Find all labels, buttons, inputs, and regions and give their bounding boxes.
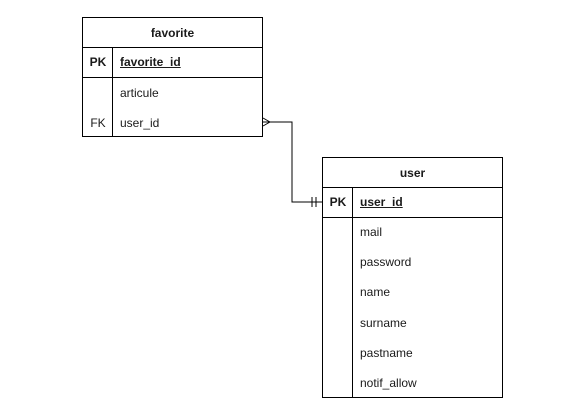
- user-entity[interactable]: user PK user_id mail password name surna…: [322, 157, 503, 398]
- field-name: surname: [360, 316, 407, 330]
- key-column-divider: [323, 188, 353, 217]
- field-name: mail: [360, 225, 383, 239]
- pk-row: PK favorite_id: [83, 48, 262, 78]
- field-name: notif_allow: [360, 376, 417, 390]
- field-list: mail password name surname pastname noti…: [323, 218, 502, 397]
- relationship-line: [263, 121, 322, 203]
- one-and-only-one-icon: [311, 197, 317, 207]
- pk-field: favorite_id: [120, 55, 181, 69]
- crows-foot-many-icon: [262, 117, 271, 127]
- key-column-divider: [83, 78, 113, 136]
- field-name: name: [360, 285, 391, 299]
- pk-field: user_id: [360, 195, 403, 209]
- pk-marker: PK: [89, 55, 107, 69]
- entity-title: user: [323, 158, 502, 188]
- field-name: password: [360, 255, 412, 269]
- key-column-divider: [83, 48, 113, 77]
- field-name: user_id: [120, 116, 160, 130]
- field-name: pastname: [360, 346, 413, 360]
- pk-row: PK user_id: [323, 188, 502, 218]
- fk-marker: FK: [90, 116, 106, 130]
- entity-title: favorite: [83, 18, 262, 48]
- field-name: articule: [120, 86, 159, 100]
- favorite-entity[interactable]: favorite PK favorite_id articule FK user…: [82, 17, 263, 137]
- key-column-divider: [323, 218, 353, 397]
- pk-marker: PK: [329, 195, 347, 209]
- field-list: articule FK user_id: [83, 78, 262, 136]
